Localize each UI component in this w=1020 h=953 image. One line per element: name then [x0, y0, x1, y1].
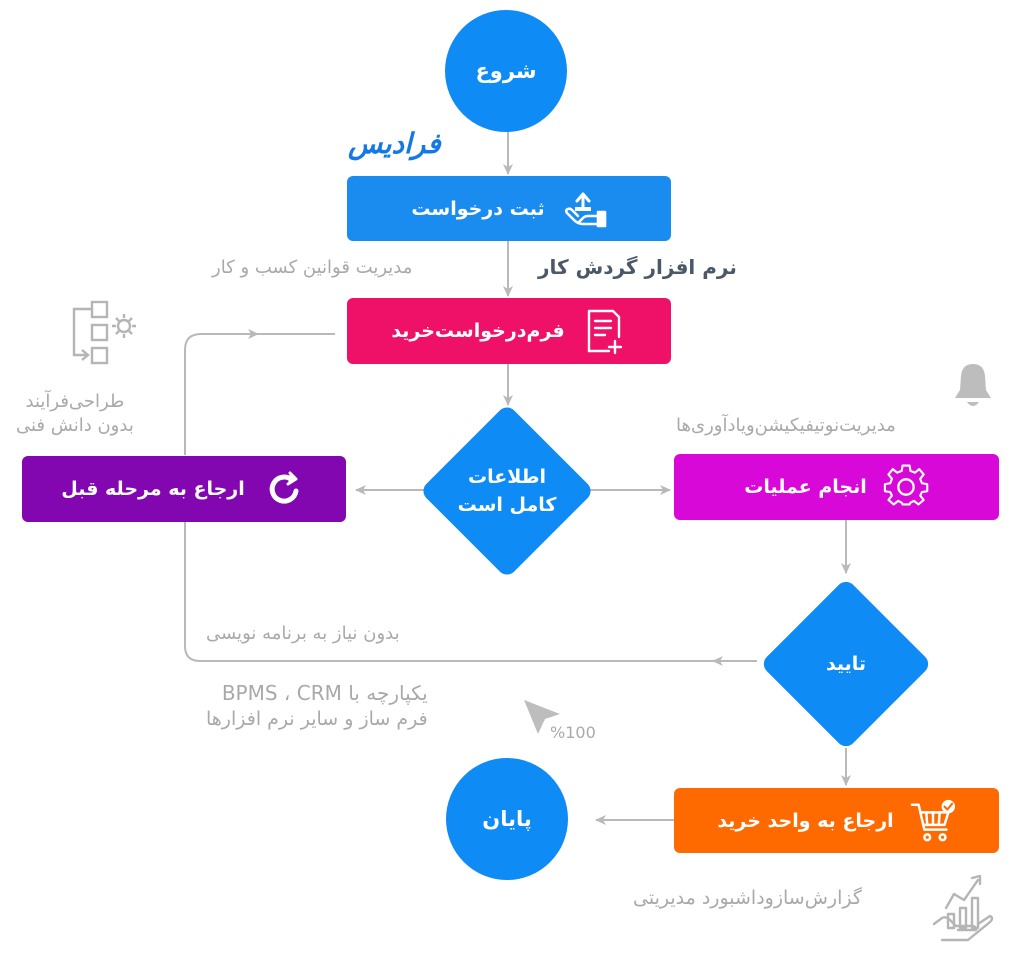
flowchart-icon — [62, 298, 142, 374]
register-request-box: ثبت درخواست — [347, 176, 671, 241]
process-design-note: طراحی‌فرآیند بدون دانش فنی — [16, 390, 134, 439]
percent-note: %100 — [550, 723, 596, 742]
purchase-form-box: فرم‌درخواست‌خرید — [347, 298, 671, 364]
return-previous-label: ارجاع به مرحله قبل — [61, 478, 245, 500]
info-complete-line2: کامل است — [457, 494, 557, 516]
end-label: پایان — [482, 807, 532, 831]
cart-check-icon — [910, 798, 956, 844]
return-purchase-label: ارجاع به واحد خرید — [717, 809, 894, 832]
integration-line1: یکپارچه با BPMS ، CRM — [221, 681, 428, 705]
info-complete-text: اطلاعات کامل است — [418, 402, 596, 580]
process-design-line1: طراحی‌فرآیند — [25, 391, 125, 412]
return-purchase-box: ارجاع به واحد خرید — [674, 788, 999, 853]
connector-approve-loop — [184, 522, 757, 662]
register-request-label: ثبت درخواست — [411, 197, 545, 220]
hand-chart-icon — [928, 864, 1000, 948]
end-node: پایان — [446, 758, 568, 880]
cursor-arrow-icon — [520, 694, 566, 744]
no-programming-note: بدون نیاز به برنامه نویسی — [206, 623, 400, 644]
brand-logo: فرادیس — [348, 127, 441, 160]
refresh-icon — [261, 466, 307, 512]
bell-icon — [950, 360, 996, 414]
reports-note: گزارش‌سازو‌داشبورد مدیریتی — [633, 887, 862, 909]
hand-upload-icon — [561, 186, 607, 232]
process-design-line2: بدون دانش فنی — [16, 415, 134, 437]
start-label: شروع — [475, 59, 537, 83]
operations-label: انجام عملیات — [744, 476, 867, 498]
notifications-note: مدیریت‌نوتیفیکیشن‌و‌یادآوری‌ها — [676, 415, 896, 436]
integration-line2: فرم ساز و سایر نرم افزارها — [206, 708, 428, 730]
start-node: شروع — [445, 10, 567, 132]
document-add-icon — [581, 308, 627, 355]
purchase-form-label: فرم‌درخواست‌خرید — [391, 320, 565, 342]
approve-text: تایید — [757, 575, 935, 753]
business-rules-note: مدیریت قوانین کسب و کار — [212, 257, 413, 278]
gear-icon — [883, 464, 929, 510]
connector-return-loop — [184, 329, 259, 455]
integration-note: یکپارچه با BPMS ، CRM فرم ساز و سایر نرم… — [206, 680, 428, 733]
operations-box: انجام عملیات — [674, 454, 999, 520]
approve-label: تایید — [825, 652, 867, 675]
approve-decision: تایید — [757, 575, 935, 753]
workflow-software-note: نرم افزار گردش کار — [538, 255, 737, 279]
info-complete-line1: اطلاعات — [467, 465, 547, 488]
info-complete-decision: اطلاعات کامل است — [418, 402, 596, 580]
return-previous-box: ارجاع به مرحله قبل — [22, 456, 346, 522]
